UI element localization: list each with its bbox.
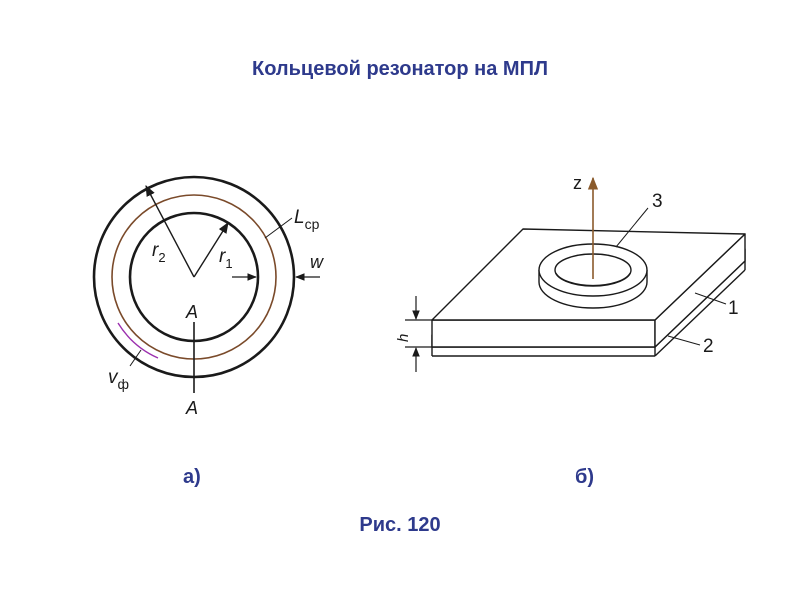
label-h: h — [395, 334, 412, 342]
label-lcp: Lср — [294, 207, 320, 232]
label-r1: r1 — [219, 246, 233, 271]
r1-arrow — [193, 222, 229, 278]
leader-3 — [615, 207, 649, 248]
label-z: z — [573, 173, 582, 193]
vf-arc — [117, 322, 159, 359]
label-3: 3 — [652, 191, 663, 212]
label-w: w — [310, 252, 324, 272]
label-2: 2 — [703, 336, 714, 357]
subfigure-a-label: а) — [183, 466, 201, 488]
label-a-bottom: A — [185, 398, 198, 418]
label-r2: r2 — [152, 240, 166, 265]
label-a-top: A — [185, 302, 198, 322]
label-1: 1 — [728, 298, 739, 319]
ring-inner-wall — [555, 272, 631, 286]
label-vf: vф — [108, 367, 129, 392]
vf-leader — [129, 349, 142, 367]
board-isometric — [431, 228, 746, 357]
subfigure-b-label: б) — [575, 466, 595, 488]
figure-caption: Рис. 120 — [359, 514, 441, 536]
ring-top-view: r2 r1 Lср w A A vф — [92, 175, 324, 418]
lcp-leader — [264, 217, 293, 239]
ground-layer-side-bottom — [654, 269, 746, 357]
h-dimension — [405, 296, 432, 372]
page-title: Кольцевой резонатор на МПЛ — [252, 58, 548, 80]
leader-1 — [694, 292, 727, 305]
substrate-front-face — [431, 319, 656, 348]
leader-2 — [667, 335, 701, 346]
r2-arrow — [145, 185, 195, 278]
